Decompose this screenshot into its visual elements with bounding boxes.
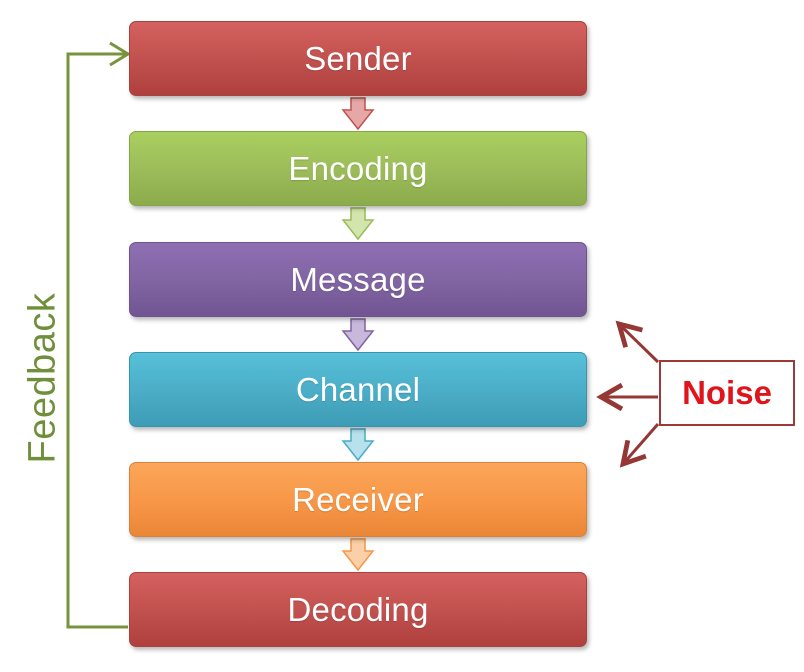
- down-arrow-sender-encoding: [341, 97, 375, 131]
- encoding-box: Encoding: [129, 131, 587, 206]
- sender-box: Sender: [129, 21, 587, 96]
- feedback-line: [66, 52, 128, 629]
- noise-box: Noise: [659, 360, 795, 426]
- noise-label: Noise: [682, 374, 772, 411]
- encoding-label: Encoding: [288, 149, 428, 187]
- decoding-label: Decoding: [287, 590, 429, 628]
- message-label: Message: [290, 260, 426, 298]
- down-arrow-encoding-message: [341, 207, 375, 241]
- noise-arrow-down: [619, 423, 660, 468]
- receiver-box: Receiver: [129, 462, 587, 537]
- sender-label: Sender: [304, 39, 412, 77]
- feedback-label: Feedback: [21, 292, 64, 464]
- down-arrow-message-channel: [341, 318, 375, 352]
- noise-arrow-up: [615, 320, 660, 364]
- channel-label: Channel: [295, 370, 421, 408]
- message-box: Message: [129, 242, 587, 317]
- down-arrow-receiver-decoding: [341, 538, 375, 572]
- feedback-arrowhead: [109, 41, 131, 67]
- down-arrow-channel-receiver: [341, 428, 375, 462]
- receiver-label: Receiver: [292, 480, 424, 518]
- decoding-box: Decoding: [129, 572, 587, 647]
- channel-box: Channel: [129, 352, 587, 427]
